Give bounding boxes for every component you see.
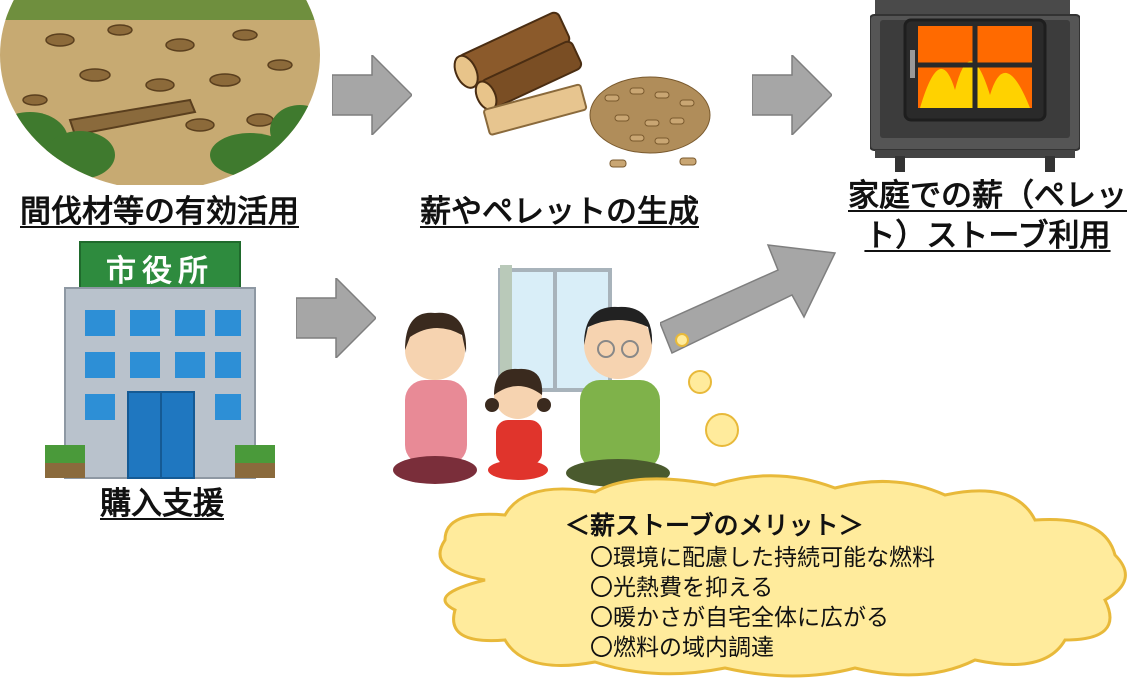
caption-stove-use-line1: 家庭での薪（ペレッ [848, 178, 1127, 214]
merit-cloud-bubble [438, 474, 1127, 678]
thought-bubbles [675, 333, 739, 447]
merit-title: ＜薪ストーブのメリット＞ [565, 511, 864, 540]
family-illustration [393, 265, 670, 487]
arrow-support-to-family [296, 278, 376, 358]
caption-pellet-production: 薪やペレットの生成 [420, 194, 699, 230]
caption-thinning-use: 間伐材等の有効活用 [20, 194, 299, 230]
merit-item-1: 〇環境に配慮した持続可能な燃料 [590, 545, 935, 571]
arrow-pellet-to-stove [752, 55, 832, 135]
merit-item-2: 〇光熱費を抑える [590, 575, 774, 601]
city-hall-sign-text: 市役所 [106, 254, 214, 289]
firewood-and-pellets-illustration [453, 11, 711, 168]
caption-stove-use-line2: ト）ストーブ利用 [864, 218, 1111, 254]
caption-purchase-support: 購入支援 [100, 486, 224, 522]
arrow-family-to-stove [660, 244, 837, 355]
wood-stove-illustration [870, 0, 1080, 172]
thinned-forest-illustration [0, 0, 320, 185]
city-hall-illustration [45, 241, 275, 479]
arrow-forest-to-pellet [332, 55, 412, 135]
merit-item-3: 〇暖かさが自宅全体に広がる [590, 605, 889, 631]
merit-item-4: 〇燃料の域内調達 [590, 635, 774, 661]
